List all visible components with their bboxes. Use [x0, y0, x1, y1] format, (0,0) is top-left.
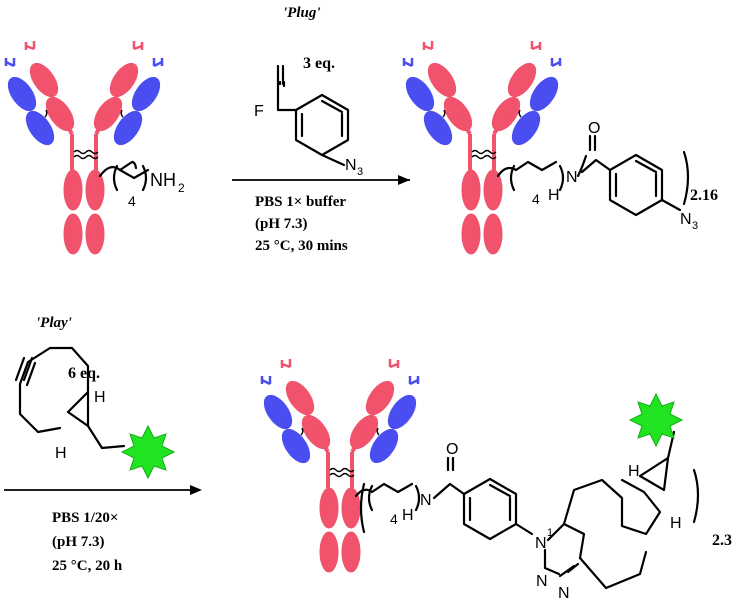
- lysine-count: 4: [128, 193, 136, 209]
- fluorine-label: F: [254, 103, 264, 120]
- reagent-bcn-fluorophore: [14, 346, 126, 450]
- step2-condition-ph: (pH 7.3): [52, 534, 105, 550]
- product1-lys-count: 4: [532, 191, 540, 207]
- antibody-azide-product: [398, 39, 566, 256]
- bcn-h-top: H: [94, 389, 106, 406]
- antibody-fluorophore-product: [256, 357, 424, 574]
- product1-azide-n: N: [680, 211, 692, 228]
- fluorophore-star-2: [628, 392, 684, 448]
- product2-amide-h: H: [402, 507, 414, 524]
- triazole-n1-locant: 1: [547, 527, 553, 539]
- triazole-n1: N: [535, 535, 547, 552]
- nh2-subscript: 2: [178, 181, 185, 195]
- product1-azide-subscript: 3: [692, 220, 698, 232]
- product1-amide-h: H: [548, 187, 560, 204]
- step1-condition-time: 25 °C, 30 mins: [255, 238, 348, 254]
- step1-equivalents: 3 eq.: [303, 55, 335, 72]
- plug-title: 'Plug': [283, 5, 321, 21]
- product1-amide-n: N: [566, 169, 578, 186]
- step2-condition-time: 25 °C, 20 h: [52, 558, 123, 574]
- product1-dar: 2.16: [690, 187, 718, 204]
- product1-carbonyl-o: O: [588, 120, 600, 137]
- product2-lys-count: 4: [390, 511, 398, 527]
- fluorophore-star-1: [120, 424, 176, 480]
- step1-condition-ph: (pH 7.3): [255, 216, 308, 232]
- nh2-label: NH: [150, 170, 176, 190]
- azide-n-label: N: [345, 157, 357, 174]
- step2-condition-buffer: PBS 1/20×: [52, 510, 118, 526]
- product2-h-bottom: H: [670, 515, 682, 532]
- step2-equivalents: 6 eq.: [68, 365, 100, 382]
- antibody-start: [0, 39, 168, 256]
- step1-condition-buffer: PBS 1× buffer: [255, 194, 346, 210]
- product2-carbonyl-o: O: [446, 441, 458, 458]
- azide-subscript: 3: [357, 166, 363, 178]
- bcn-h-bottom: H: [55, 445, 67, 462]
- product2-h-top: H: [628, 463, 640, 480]
- play-title: 'Play': [36, 315, 72, 331]
- reagent-azidobenzoyl-fluoride: [276, 64, 350, 167]
- triazole-n2: N: [536, 573, 548, 590]
- triazole-n3: N: [558, 585, 570, 602]
- product2-dar: 2.3: [712, 532, 732, 549]
- product2-amide-n: N: [420, 492, 432, 509]
